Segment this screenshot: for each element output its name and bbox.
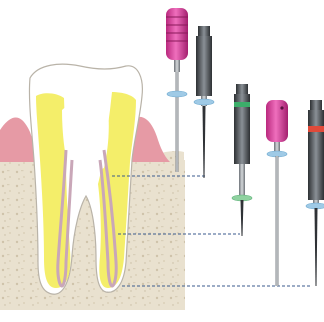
file-hand-2 bbox=[266, 100, 288, 286]
file-rotary-1 bbox=[194, 26, 214, 178]
tooth-pulp-chamber bbox=[62, 103, 109, 172]
file-rotary-2 bbox=[232, 84, 252, 236]
file-rotary-3 bbox=[306, 100, 324, 286]
file-hand-1 bbox=[166, 8, 188, 172]
